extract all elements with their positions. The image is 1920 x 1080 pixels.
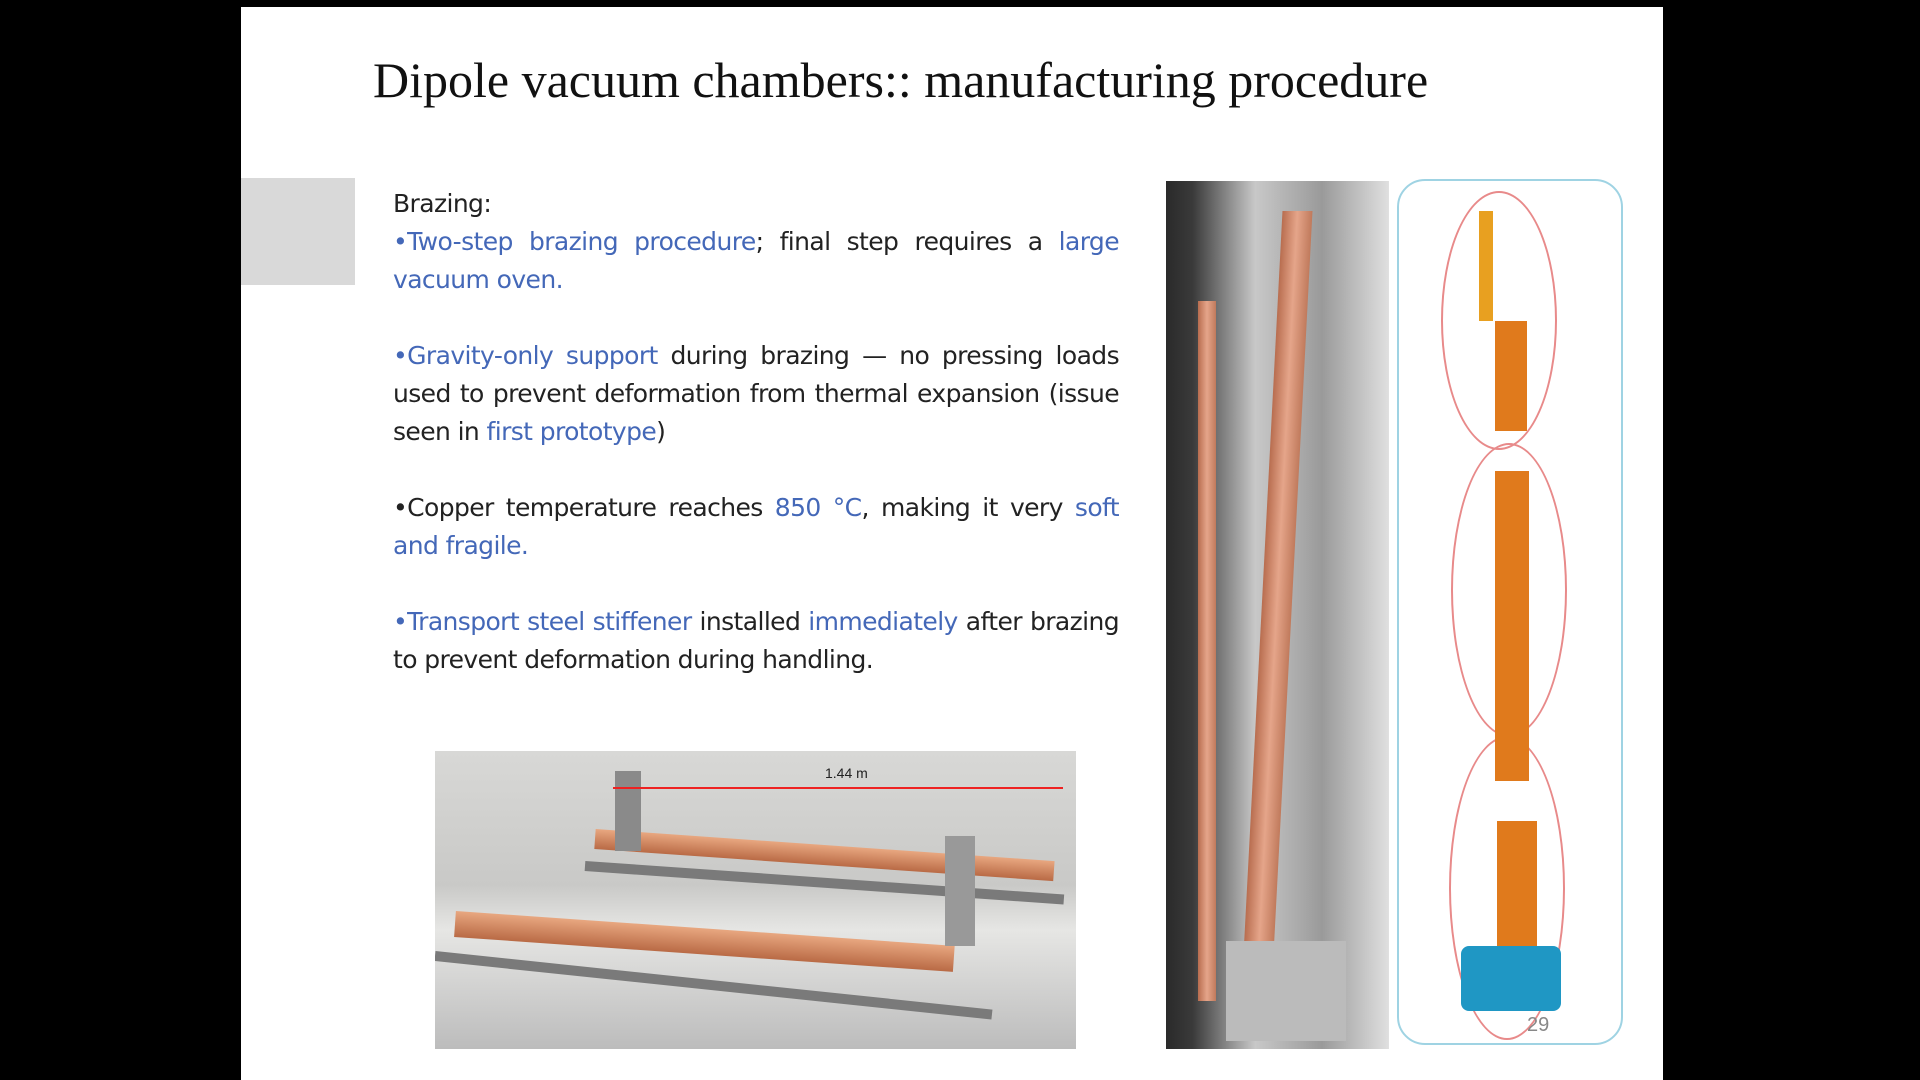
bullet-text: ; final step requires a <box>755 227 1059 256</box>
dimension-line <box>613 787 1063 789</box>
page-number: 29 <box>1527 1014 1550 1036</box>
section-heading: Brazing: <box>393 189 492 218</box>
highlighted-text: 850 °C <box>774 493 862 522</box>
highlighted-text: soft and fragile. <box>393 493 1120 560</box>
cad-diagram-chamber-segments: 29 <box>1397 179 1623 1045</box>
bullet-item: •Copper temperature reaches 850 °C, maki… <box>393 489 1120 565</box>
bullet-text: •Copper temperature reaches <box>393 493 775 522</box>
highlighted-text: first prototype <box>486 417 657 446</box>
slide-title: Dipole vacuum chambers:: manufacturing p… <box>373 52 1429 108</box>
highlighted-text: •Two-step brazing procedure <box>393 227 756 256</box>
decorative-gray-block <box>241 178 355 285</box>
bullet-item: •Transport steel stiffener installed imm… <box>393 603 1120 679</box>
bullet-item: •Gravity-only support during brazing — n… <box>393 337 1120 451</box>
highlighted-text: •Gravity-only support <box>393 341 658 370</box>
bullet-item: •Two-step brazing procedure; final step … <box>393 223 1120 299</box>
dimension-label: 1.44 m <box>825 765 868 781</box>
bullet-text: during brazing — no pressing loads used … <box>393 341 1120 446</box>
bullet-text: ) <box>656 417 666 446</box>
bullet-text: , making it very <box>861 493 1075 522</box>
highlighted-text: large vacuum oven. <box>393 227 1120 294</box>
bullet-text: after brazing to prevent deformation dur… <box>393 607 1120 674</box>
slide-body-text: Brazing: •Two-step brazing procedure; fi… <box>393 185 1120 717</box>
photo-brazed-chambers-on-rails: 1.44 m <box>435 751 1076 1049</box>
bullet-text: installed <box>691 607 809 636</box>
presentation-slide: Dipole vacuum chambers:: manufacturing p… <box>241 7 1663 1080</box>
highlighted-text: immediately <box>808 607 958 636</box>
photo-vertical-chambers-brazing-fixture <box>1166 181 1389 1049</box>
bullet-list: •Two-step brazing procedure; final step … <box>393 223 1120 679</box>
highlighted-text: •Transport steel stiffener <box>393 607 692 636</box>
